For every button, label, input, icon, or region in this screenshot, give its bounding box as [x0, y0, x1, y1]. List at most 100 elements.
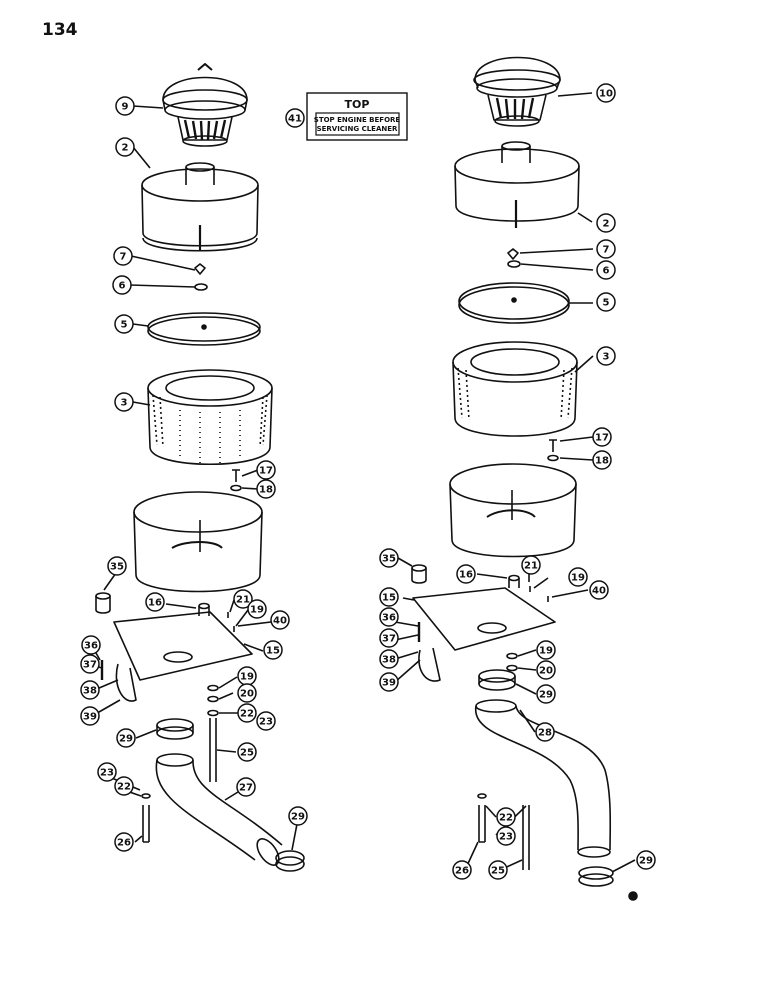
decal-title: TOP — [345, 98, 370, 111]
left-callout-circle — [116, 728, 136, 748]
right-callout-label: 16 — [459, 570, 473, 581]
left-callout-circle — [114, 314, 134, 334]
right-hose-clamp-bottom — [578, 866, 614, 887]
left-callout-label: 36 — [84, 641, 98, 652]
left-callout-label: 20 — [240, 689, 254, 700]
right-callout-circle — [589, 580, 609, 600]
left-callout-label: 27 — [239, 783, 253, 794]
left-callout-circle — [256, 711, 276, 731]
right-callout-circle — [596, 292, 616, 312]
right-callout-label: 2 — [603, 219, 610, 230]
right-callout-label: 23 — [499, 832, 513, 843]
right-u-tube — [418, 647, 441, 682]
left-callout-label: 29 — [119, 734, 133, 745]
right-hose-clamp-top — [478, 669, 516, 691]
left-callout-label: 7 — [120, 252, 127, 263]
right-callout-label: 5 — [603, 298, 610, 309]
left-callout-circle — [80, 706, 100, 726]
right-callout-circle — [596, 83, 616, 103]
right-callout-label: 38 — [382, 655, 396, 666]
right-callout-circle — [536, 684, 556, 704]
right-callout-label: 29 — [639, 856, 653, 867]
right-support-rod — [522, 805, 530, 870]
left-support-rod — [209, 718, 217, 782]
left-callout-circle — [288, 806, 308, 826]
left-callout-label: 22 — [117, 782, 131, 793]
left-hose-clamp-bottom — [275, 850, 305, 872]
left-callout-label: 23 — [100, 768, 114, 779]
right-callout-label: 25 — [491, 866, 505, 877]
left-callout-label: 40 — [273, 616, 287, 627]
left-filter-element — [147, 369, 273, 465]
right-callout-circle — [496, 826, 516, 846]
right-stud — [478, 805, 486, 843]
right-callouts: 1027653171835162119401536373839192029282… — [379, 83, 656, 880]
right-callout-label: 22 — [499, 813, 513, 824]
left-callout-circle — [114, 392, 134, 412]
right-callout-label: 20 — [539, 666, 553, 677]
right-callout-circle — [379, 649, 399, 669]
left-callout-circle — [247, 599, 267, 619]
left-washer — [194, 283, 208, 291]
left-callout-circle — [256, 479, 276, 499]
left-callout-circle — [112, 275, 132, 295]
decal-line-2: SERVICING CLEANER — [317, 125, 398, 133]
right-callout-circle — [496, 807, 516, 827]
left-callout-circle — [237, 683, 257, 703]
left-callout-circle — [97, 762, 117, 782]
left-callout-circle — [113, 246, 133, 266]
left-callout-label: 29 — [291, 812, 305, 823]
right-filter-element — [452, 341, 578, 437]
left-callout-label: 35 — [110, 562, 124, 573]
right-callout-label: 7 — [603, 245, 610, 256]
left-callout-label: 19 — [250, 605, 264, 616]
left-callout-label: 2 — [122, 143, 129, 154]
left-hose-clamp-top — [156, 718, 194, 740]
right-callout-label: 28 — [538, 728, 552, 739]
right-precleaner-dome — [473, 56, 561, 127]
section-marker-dot — [628, 891, 638, 901]
right-lockwasher — [547, 454, 559, 462]
right-callout-circle — [488, 860, 508, 880]
left-stud — [142, 805, 150, 843]
left-callout-circle — [236, 777, 256, 797]
right-callout-label: 19 — [571, 573, 585, 584]
left-u-tube — [115, 663, 137, 702]
right-callout-label: 29 — [539, 690, 553, 701]
left-callout-label: 23 — [259, 717, 273, 728]
left-callout-label: 37 — [83, 660, 97, 671]
left-callout-label: 25 — [240, 748, 254, 759]
right-wing-nut — [507, 248, 519, 260]
right-callout-circle — [596, 260, 616, 280]
right-callout-circle — [592, 427, 612, 447]
left-callout-label: 22 — [240, 709, 254, 720]
right-callout-label: 39 — [382, 678, 396, 689]
right-callout-circle — [521, 555, 541, 575]
left-vacuator — [95, 596, 111, 614]
left-small-bolts — [227, 612, 235, 632]
right-callout-circle — [536, 660, 556, 680]
right-callout-circle — [535, 722, 555, 742]
left-callout-circle — [115, 96, 135, 116]
left-precleaner-dome — [162, 63, 248, 147]
right-callout-circle — [596, 213, 616, 233]
left-callout-circle — [114, 832, 134, 852]
right-callout-label: 3 — [603, 352, 610, 363]
right-mounting-plate — [412, 587, 556, 651]
left-bolt — [232, 469, 240, 482]
right-cleaner-body — [449, 463, 577, 558]
left-callout-circle — [233, 589, 253, 609]
page-number: 134 — [42, 20, 78, 40]
right-callout-label: 40 — [592, 586, 606, 597]
right-callout-label: 6 — [603, 266, 610, 277]
right-callout-circle — [596, 346, 616, 366]
left-callout-circle — [114, 776, 134, 796]
right-callout-circle — [452, 860, 472, 880]
right-callout-label: 17 — [595, 433, 609, 444]
left-callout-circle — [237, 703, 257, 723]
left-callout-label: 17 — [259, 466, 273, 477]
left-callout-label: 5 — [121, 320, 128, 331]
left-callout-circle — [263, 640, 283, 660]
